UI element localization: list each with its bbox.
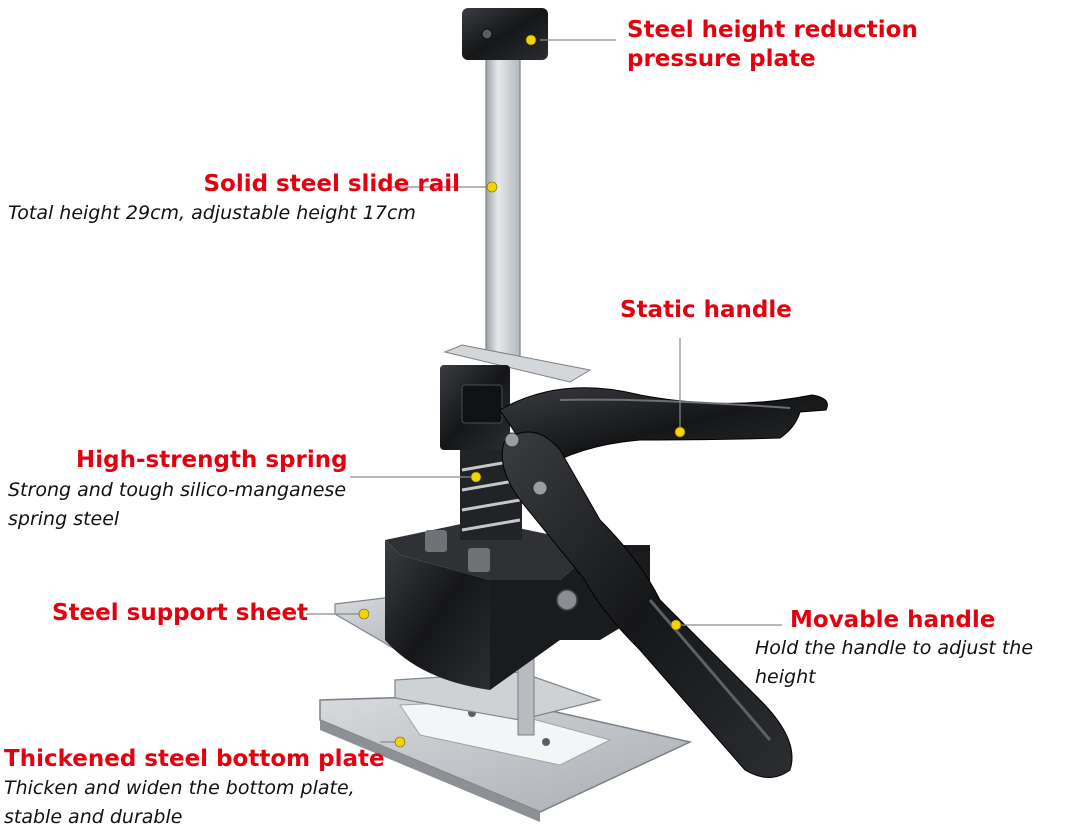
- label-support-sheet: Steel support sheet: [52, 599, 308, 628]
- static-handle-title: Static handle: [620, 297, 792, 323]
- spring-title: High-strength spring: [76, 447, 348, 473]
- static-handle: [499, 387, 828, 471]
- bottom-plate-desc-line-1: Thicken and widen the bottom plate,: [4, 777, 355, 799]
- pressure-plate-title-line-2: pressure plate: [627, 46, 816, 72]
- movable-handle-desc-line-2: height: [755, 666, 816, 688]
- callout-dot-spring: [470, 471, 482, 483]
- pressure-plate: [462, 8, 548, 60]
- label-slide-rail-desc: Total height 29cm, adjustable height 17c…: [8, 199, 416, 228]
- callout-dot-support-sheet: [358, 608, 370, 620]
- callout-dot-slide-rail: [486, 181, 498, 193]
- movable-handle: [501, 431, 793, 778]
- slide-rail: [485, 54, 521, 361]
- bottom-plate-desc-line-2: stable and durable: [4, 806, 183, 828]
- callout-dot-static-handle: [674, 426, 686, 438]
- callout-dot-pressure-plate: [525, 34, 537, 46]
- slide-rail-title: Solid steel slide rail: [203, 171, 460, 197]
- slider-collar: [440, 344, 592, 450]
- callout-dot-movable-handle: [670, 619, 682, 631]
- support-sheet-title: Steel support sheet: [52, 600, 309, 626]
- label-movable-handle: Movable handle: [790, 606, 995, 635]
- callout-dot-bottom-plate: [394, 736, 406, 748]
- bottom-plate-title: Thickened steel bottom plate: [4, 746, 385, 772]
- bottom-plate: [319, 694, 693, 822]
- callout-dots: [358, 34, 686, 748]
- label-movable-handle-desc: Hold the handle to adjust the height: [755, 634, 1033, 692]
- slide-rail-desc: Total height 29cm, adjustable height 17c…: [8, 202, 416, 224]
- label-slide-rail: Solid steel slide rail: [203, 170, 460, 199]
- leader-lines: [306, 39, 782, 743]
- label-static-handle: Static handle: [620, 296, 792, 325]
- label-bottom-plate: Thickened steel bottom plate Thicken and…: [4, 745, 385, 832]
- spring-desc-line-1: Strong and tough silico-manganese: [8, 479, 347, 501]
- label-spring: High-strength spring: [76, 446, 348, 475]
- label-spring-desc: Strong and tough silico-manganese spring…: [8, 476, 346, 534]
- label-pressure-plate: Steel height reduction pressure plate: [627, 16, 918, 74]
- pressure-plate-title-line-1: Steel height reduction: [627, 17, 918, 43]
- movable-handle-title: Movable handle: [790, 607, 996, 633]
- spring-desc-line-2: spring steel: [8, 508, 120, 530]
- movable-handle-desc-line-1: Hold the handle to adjust the: [755, 637, 1034, 659]
